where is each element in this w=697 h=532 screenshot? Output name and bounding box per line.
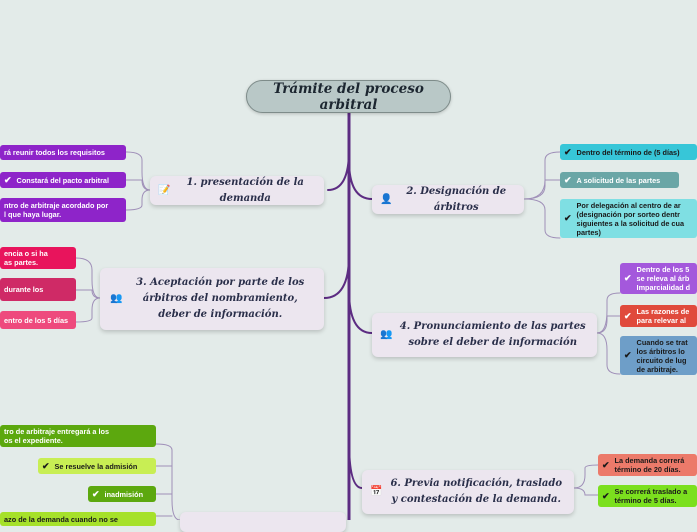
people-icon: 👥 (110, 293, 123, 304)
connector-lines (75, 111, 621, 520)
branch-designacion[interactable]: 👤 2. Designación de árbitros (372, 185, 524, 214)
person-icon: 👤 (380, 193, 393, 205)
leaf-previa-2[interactable]: ✔ Se correrá traslado a término de 5 día… (598, 485, 697, 507)
check-icon: ✔ (564, 174, 572, 185)
branch-label: 4. Pronunciamiento de las partes sobre e… (399, 321, 586, 348)
leaf-aceptacion-2[interactable]: durante los (0, 278, 76, 301)
leaf-designacion-1[interactable]: ✔ Dentro del término de (5 días) (560, 144, 697, 160)
branch-presentacion[interactable]: 📝 1. presentación de la demanda (150, 176, 324, 205)
root-topic[interactable]: Trámite del proceso arbitral (246, 80, 451, 113)
branch-label: 6. Previa notificación, traslado y conte… (390, 478, 563, 505)
leaf-pronunciamiento-1[interactable]: ✔ Dentro de los 5 se releva al árb Impar… (620, 263, 697, 294)
check-icon: ✔ (624, 273, 632, 283)
leaf-presentacion-3[interactable]: ntro de arbitraje acordado por l que hay… (0, 198, 126, 222)
branch-aceptacion[interactable]: 👥 3. Aceptación por parte de los árbitro… (100, 268, 324, 330)
note-icon: 📝 (158, 184, 171, 196)
branch-label: 1. presentación de la demanda (186, 176, 304, 204)
leaf-lower-1[interactable]: tro de arbitraje entregará a los os el e… (0, 425, 156, 447)
check-icon: ✔ (92, 488, 100, 499)
leaf-presentacion-2[interactable]: ✔ Constará del pacto arbitral (0, 172, 126, 188)
leaf-lower-4[interactable]: azo de la demanda cuando no se (0, 512, 156, 526)
leaf-lower-2[interactable]: ✔ Se resuelve la admisión (38, 458, 156, 474)
check-icon: ✔ (624, 310, 632, 321)
root-title: Trámite del proceso arbitral (273, 80, 424, 113)
branch-label: 2. Designación de árbitros (406, 185, 507, 213)
check-icon: ✔ (42, 460, 50, 471)
branch-lower[interactable] (180, 512, 346, 532)
check-icon: ✔ (4, 174, 12, 185)
calendar-icon: 📅 (370, 486, 383, 497)
people-icon: 👥 (380, 329, 393, 340)
branch-label: 3. Aceptación por parte de los árbitros … (136, 277, 305, 320)
leaf-aceptacion-3[interactable]: entro de los 5 días (0, 311, 76, 329)
leaf-lower-3[interactable]: ✔ inadmisión (88, 486, 156, 502)
check-icon: ✔ (624, 350, 632, 360)
leaf-aceptacion-1[interactable]: encia o si ha as partes. (0, 247, 76, 269)
branch-previa[interactable]: 📅 6. Previa notificación, traslado y con… (362, 470, 574, 514)
leaf-designacion-2[interactable]: ✔ A solicitud de las partes (560, 172, 679, 188)
check-icon: ✔ (564, 213, 572, 223)
leaf-presentacion-1[interactable]: rá reunir todos los requisitos (0, 145, 126, 160)
leaf-previa-1[interactable]: ✔ La demanda correrá término de 20 días. (598, 454, 697, 476)
check-icon: ✔ (602, 459, 610, 470)
leaf-designacion-3[interactable]: ✔ Por delegación al centro de ar (design… (560, 199, 697, 238)
branch-pronunciamiento[interactable]: 👥 4. Pronunciamiento de las partes sobre… (372, 313, 597, 357)
check-icon: ✔ (602, 490, 610, 501)
leaf-pronunciamiento-2[interactable]: ✔ Las razones de para relevar al (620, 305, 697, 327)
check-icon: ✔ (564, 146, 572, 157)
leaf-pronunciamiento-3[interactable]: ✔ Cuando se trat los árbitros lo circuit… (620, 336, 697, 375)
